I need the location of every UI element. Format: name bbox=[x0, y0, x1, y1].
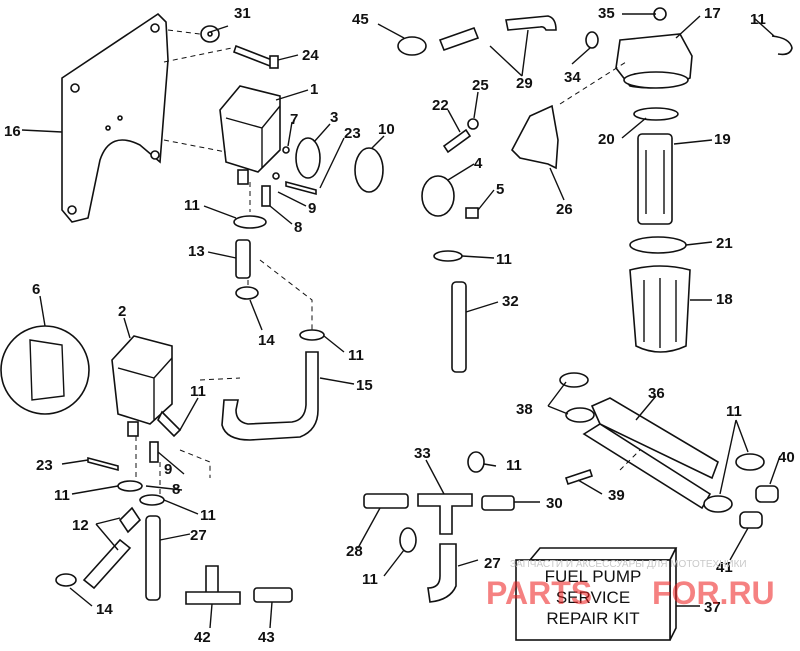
part-label-11h: 11 bbox=[726, 403, 742, 420]
part-label-31: 31 bbox=[234, 5, 251, 22]
part-label-17: 17 bbox=[704, 5, 721, 22]
part-label-1: 1 bbox=[310, 81, 318, 98]
part-label-27a: 27 bbox=[190, 527, 207, 544]
kit-line-1: FUEL PUMP bbox=[545, 567, 642, 586]
part-label-45: 45 bbox=[352, 11, 369, 28]
part-label-19: 19 bbox=[714, 131, 731, 148]
part-label-15: 15 bbox=[356, 377, 373, 394]
part-label-29: 29 bbox=[516, 75, 533, 92]
part-label-2: 2 bbox=[118, 303, 126, 320]
kit-line-2: SERVICE bbox=[556, 588, 630, 607]
part-label-5: 5 bbox=[496, 181, 504, 198]
part-label-26: 26 bbox=[556, 201, 573, 218]
part-label-11i: 11 bbox=[506, 457, 522, 474]
part-32-hose bbox=[451, 281, 467, 373]
part-26-bracket bbox=[511, 104, 559, 170]
part-label-35: 35 bbox=[598, 5, 615, 22]
part-label-41: 41 bbox=[716, 559, 733, 576]
part-label-14a: 14 bbox=[258, 332, 275, 349]
part-label-11f: 11 bbox=[750, 11, 766, 28]
part-label-6: 6 bbox=[32, 281, 40, 298]
part-label-11g: 11 bbox=[496, 251, 512, 268]
part-label-8a: 8 bbox=[294, 219, 302, 236]
part-label-11b: 11 bbox=[348, 347, 364, 364]
part-label-11c: 11 bbox=[190, 383, 206, 400]
part-label-3: 3 bbox=[330, 109, 338, 126]
part-label-24: 24 bbox=[302, 47, 319, 64]
part-label-11j: 11 bbox=[362, 571, 378, 588]
part-label-16: 16 bbox=[4, 123, 21, 140]
part-37-repair-kit-box: FUEL PUMP SERVICE REPAIR KIT bbox=[515, 547, 678, 641]
part-label-34: 34 bbox=[564, 69, 581, 86]
part-label-39: 39 bbox=[608, 487, 625, 504]
part-label-40: 40 bbox=[778, 449, 795, 466]
part-19-filter-element bbox=[637, 133, 673, 225]
part-label-33: 33 bbox=[414, 445, 431, 462]
watermark-tagline: ЗАПЧАСТИ И АКСЕССУАРЫ ДЛЯ МОТОТЕХНИКИ bbox=[510, 559, 747, 570]
part-33-tee-fitting bbox=[417, 493, 473, 535]
watermark-brand-right: FOR.RU bbox=[652, 575, 775, 611]
part-label-36: 36 bbox=[648, 385, 665, 402]
part-label-25: 25 bbox=[472, 77, 489, 94]
kit-line-3: REPAIR KIT bbox=[546, 609, 639, 628]
watermark-brand-left: PARTS bbox=[486, 575, 592, 611]
part-label-30: 30 bbox=[546, 495, 563, 512]
part-label-37: 37 bbox=[704, 599, 721, 616]
part-label-12: 12 bbox=[72, 517, 89, 534]
part-label-4: 4 bbox=[474, 155, 483, 172]
part-label-8b: 8 bbox=[172, 481, 180, 498]
part-label-42: 42 bbox=[194, 629, 211, 646]
part-label-28: 28 bbox=[346, 543, 363, 560]
part-label-27b: 27 bbox=[484, 555, 501, 572]
part-label-23b: 23 bbox=[36, 457, 53, 474]
part-15-hose bbox=[221, 351, 319, 441]
part-label-23a: 23 bbox=[344, 125, 361, 142]
part-label-20: 20 bbox=[598, 131, 615, 148]
part-label-38: 38 bbox=[516, 401, 533, 418]
part-label-9a: 9 bbox=[308, 200, 316, 217]
part-label-9b: 9 bbox=[164, 461, 172, 478]
part-label-10: 10 bbox=[378, 121, 395, 138]
watermark: ЗАПЧАСТИ И АКСЕССУАРЫ ДЛЯ МОТОТЕХНИКИ PA… bbox=[486, 559, 775, 611]
part-label-7: 7 bbox=[290, 111, 298, 128]
part-1-fuel-pump bbox=[219, 85, 281, 173]
part-label-21: 21 bbox=[716, 235, 733, 252]
part-36-inline-filter bbox=[590, 397, 719, 480]
part-label-13: 13 bbox=[188, 243, 205, 260]
part-label-11d: 11 bbox=[54, 487, 70, 504]
part-label-22: 22 bbox=[432, 97, 449, 114]
part-16-bracket-plate bbox=[61, 12, 169, 223]
part-label-18: 18 bbox=[716, 291, 733, 308]
part-label-32: 32 bbox=[502, 293, 519, 310]
part-label-11a: 11 bbox=[184, 197, 200, 214]
part-label-11e: 11 bbox=[200, 507, 216, 524]
part-2-fuel-pump bbox=[111, 335, 173, 425]
part-label-43: 43 bbox=[258, 629, 275, 646]
part-label-14b: 14 bbox=[96, 601, 113, 618]
